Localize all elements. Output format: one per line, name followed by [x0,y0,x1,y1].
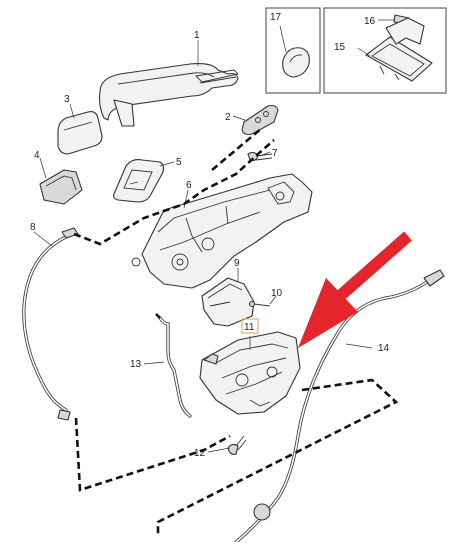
callout-11: 11 [244,322,255,333]
red-arrow-icon [298,231,412,348]
dash-line-8-11 [74,417,231,492]
part-13-rod [158,316,192,418]
part-12-screw [227,435,247,455]
part-1-handle [98,63,239,127]
highlight-box-11 [241,318,259,334]
callout-3: 3 [64,94,70,105]
part-14-cable [234,269,445,544]
part-5-gasket [112,159,165,203]
part-17-plug [282,47,310,78]
callout-2: 2 [225,112,231,123]
callout-4: 4 [34,150,40,161]
callout-15: 15 [334,42,346,53]
callout-10: 10 [271,288,283,299]
callout-1: 1 [194,30,200,41]
part-15-bracket [365,17,433,82]
dash-line-13 [155,313,161,319]
callout-5: 5 [176,157,182,168]
part-11-lock [199,331,301,415]
callout-13: 13 [130,359,142,370]
callout-7: 7 [272,148,278,159]
leader-lines [33,19,394,453]
part-3-cap [57,111,103,155]
dash-line-6-2 [211,127,263,171]
part-2-seal [241,104,279,136]
callout-16: 16 [364,16,376,27]
callout-17: 17 [270,12,282,23]
dash-line-8-6 [73,139,275,246]
dash-line-14-11 [156,378,399,534]
callout-8: 8 [30,222,36,233]
callout-14: 14 [378,343,390,354]
part-8-cable [22,227,79,421]
callout-9: 9 [234,258,240,269]
callout-6: 6 [186,180,192,191]
part-6-carrier [131,173,313,289]
part-9-cover [201,277,255,327]
part-10-pin [248,300,271,308]
callout-12: 12 [194,448,206,459]
part-4-base [39,169,83,205]
